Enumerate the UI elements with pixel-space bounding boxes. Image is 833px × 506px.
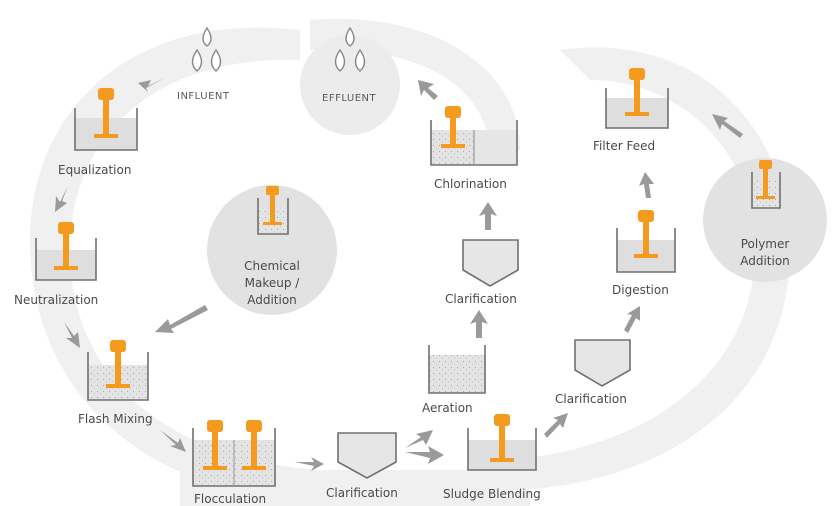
clarification-3-tank-icon (574, 339, 631, 387)
neutralization-tank-icon (35, 222, 97, 281)
filter-feed-label: Filter Feed (593, 139, 655, 153)
arrow-clarification-to-chlorination (479, 202, 497, 230)
influent-label: INFLUENT (177, 91, 230, 102)
sludge-flow-band (505, 47, 790, 490)
digestion-label: Digestion (612, 283, 669, 297)
flash-mixing-tank-icon (87, 340, 149, 401)
flow-arrows (55, 78, 743, 471)
arrow-neutralization-to-flash-mixing (64, 322, 80, 348)
aeration-label: Aeration (422, 401, 473, 415)
arrow-equalization-to-neutralization (55, 186, 68, 212)
arrow-flash-mixing-to-flocculation (160, 430, 186, 452)
arrow-influent-to-equalization (138, 78, 165, 92)
clarification-2-tank-icon (462, 239, 519, 287)
chemical-label-line-2: Makeup / (245, 276, 301, 290)
effluent-label: EFFLUENT (322, 93, 377, 104)
polymer-label-line-1: Polymer (741, 237, 790, 251)
arrow-clarification-to-sludge (405, 446, 444, 464)
flocculation-label: Flocculation (194, 492, 266, 506)
neutralization-label: Neutralization (14, 293, 98, 307)
equalization-tank-icon (74, 88, 138, 151)
influent-drops-icon (191, 26, 222, 72)
effluent-backdrop (300, 35, 400, 135)
aeration-tank-icon (428, 345, 486, 394)
sludge-blending-tank-icon (467, 414, 537, 471)
polymer-addition-node: Polymer Addition (703, 158, 827, 282)
arrow-polymer-to-filter-feed (712, 114, 743, 138)
arrow-digestion-to-filter-feed (639, 172, 654, 198)
clarification-3-label: Clarification (555, 392, 627, 406)
arrow-sludge-to-clarification (544, 413, 568, 438)
equalization-label: Equalization (58, 163, 131, 177)
filter-feed-tank-icon (605, 68, 669, 129)
polymer-label-line-2: Addition (740, 254, 790, 268)
flocculation-tank-icon (192, 420, 276, 487)
chlorination-label: Chlorination (434, 177, 507, 191)
chemical-addition-node: Chemical Makeup / Addition (207, 185, 337, 315)
flash-mixing-label: Flash Mixing (78, 412, 153, 426)
chemical-label-line-1: Chemical (244, 259, 300, 273)
chemical-label-line-3: Addition (247, 293, 297, 307)
clarification-2-label: Clarification (445, 292, 517, 306)
arrow-clarification-to-digestion (624, 306, 640, 333)
clarification-1-label: Clarification (326, 486, 398, 500)
arrow-chemical-to-flash-mixing (155, 305, 208, 333)
arrow-clarification-to-aeration (405, 430, 433, 448)
arrow-chlorination-to-effluent (418, 80, 438, 100)
effluent-drops-icon (334, 26, 366, 72)
arrow-aeration-to-clarification (470, 310, 488, 338)
clarification-1-tank-icon (337, 432, 397, 479)
digestion-tank-icon (616, 210, 676, 273)
sludge-blending-label: Sludge Blending (443, 487, 541, 501)
chlorination-tank-icon (430, 106, 518, 166)
arrow-flocculation-to-clarification (295, 457, 324, 471)
